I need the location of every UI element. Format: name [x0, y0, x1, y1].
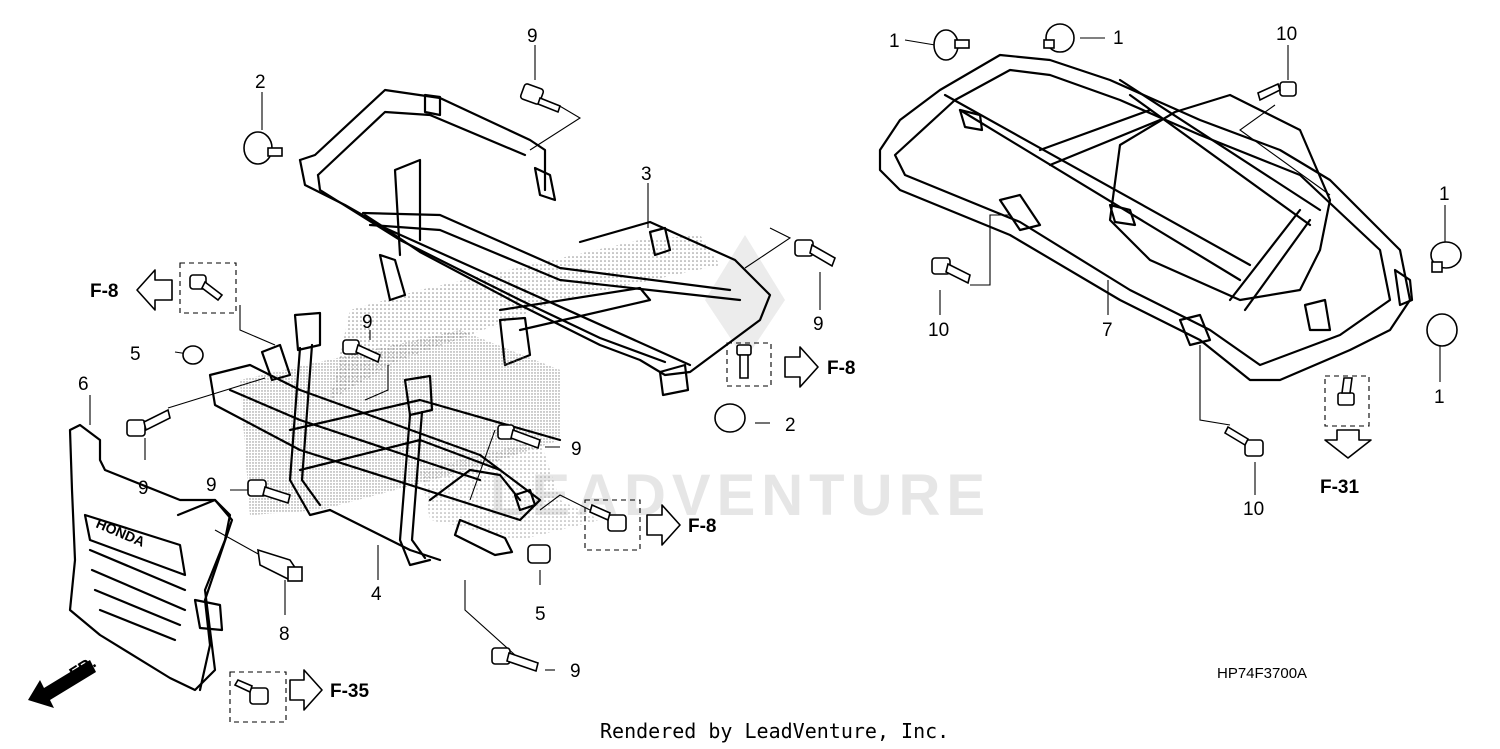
- bolt-ref-left-icon: [189, 274, 224, 302]
- callout-5: 5: [130, 344, 141, 365]
- damper-1-d-icon: [1426, 313, 1458, 347]
- ref-box-left: [179, 262, 237, 314]
- callout-1: 1: [1113, 28, 1124, 49]
- rear-carrier-part-7[interactable]: [878, 53, 1414, 382]
- ref-arrow-f8-mid[interactable]: F-8: [784, 346, 856, 388]
- callout-1: 1: [1439, 184, 1450, 205]
- front-grille-part-6[interactable]: HONDA: [68, 423, 234, 692]
- damper-1-b-icon: [1043, 23, 1075, 53]
- clip-8-icon: [257, 548, 303, 582]
- callout-10: 10: [1243, 499, 1264, 520]
- callout-3: 3: [641, 164, 652, 185]
- callout-9: 9: [138, 478, 149, 499]
- damper-2-top-icon: [243, 131, 283, 165]
- bolt-9-mid-icon: [342, 339, 381, 364]
- ref-arrow-f8-left[interactable]: F-8: [90, 269, 173, 311]
- callout-10: 10: [928, 320, 949, 341]
- callout-4: 4: [371, 584, 382, 605]
- callout-7: 7: [1102, 320, 1113, 341]
- bolt-10-bottom-icon: [1223, 425, 1264, 457]
- callout-9: 9: [570, 661, 581, 682]
- callout-8: 8: [279, 624, 290, 645]
- ref-box-mid: [726, 342, 772, 387]
- arrow-down-icon: [1324, 429, 1372, 459]
- front-direction-indicator: FR.: [28, 653, 99, 708]
- diagram-code: HP74F3700A: [1217, 665, 1307, 682]
- hardware: [126, 23, 1462, 723]
- callout-9: 9: [571, 439, 582, 460]
- ref-box-f35: [229, 671, 287, 723]
- callout-1: 1: [1434, 387, 1445, 408]
- callout-6: 6: [78, 374, 89, 395]
- bolt-ref-f31-icon: [1337, 377, 1355, 406]
- damper-2-lower-icon: [714, 403, 746, 433]
- callout-9: 9: [527, 26, 538, 47]
- arrow-right-icon: [646, 504, 681, 546]
- front-arrow-icon: [28, 660, 96, 708]
- ref-f8-left-label: F-8: [90, 281, 119, 302]
- leader-lines: [89, 37, 1446, 671]
- arrow-right-icon: [289, 669, 323, 711]
- ref-arrow-f35[interactable]: F-35: [289, 669, 370, 711]
- bolt-9-right-icon: [794, 239, 836, 268]
- ref-f8-bottom-label: F-8: [688, 516, 717, 537]
- bolt-9-right-lower-icon: [497, 424, 541, 450]
- ref-f8-mid-label: F-8: [827, 358, 856, 379]
- bolt-9-lowermid-icon: [247, 479, 291, 505]
- bolt-ref-f35-icon: [233, 678, 269, 705]
- ref-f35-label: F-35: [330, 681, 370, 702]
- callout-1: 1: [889, 31, 900, 52]
- ref-box-bottom: [584, 499, 641, 551]
- damper-1-c-icon: [1430, 241, 1462, 273]
- footer-credit: Rendered by LeadVenture, Inc.: [600, 719, 949, 743]
- ref-arrow-f31[interactable]: F-31: [1320, 429, 1372, 498]
- damper-1-a-icon: [933, 29, 970, 61]
- callout-9: 9: [206, 475, 217, 496]
- callout-9: 9: [813, 314, 824, 335]
- callout-numbers: 9 2 3 9 9 5 6 9 9 9 2 4 5 8 9 1 1 10 1 1…: [78, 24, 1450, 682]
- callout-2: 2: [785, 415, 796, 436]
- bolt-9-top-icon: [519, 83, 561, 114]
- arrow-left-icon: [136, 269, 173, 311]
- ref-box-f31: [1324, 375, 1370, 427]
- front-carrier-part-3[interactable]: [298, 88, 772, 400]
- bolt-ref-mid-icon: [736, 344, 752, 379]
- nut-5-left-icon: [182, 345, 204, 365]
- bolt-9-bottom-icon: [491, 647, 539, 673]
- callout-10: 10: [1276, 24, 1297, 45]
- bolt-10-left-icon: [931, 257, 971, 285]
- ref-f31-label: F-31: [1320, 477, 1360, 498]
- callout-2: 2: [255, 72, 266, 93]
- bolt-10-top-icon: [1257, 81, 1297, 102]
- front-guard-part-4[interactable]: [208, 311, 600, 567]
- callout-9: 9: [362, 312, 373, 333]
- callout-5: 5: [535, 604, 546, 625]
- ref-arrow-f8-bottom[interactable]: F-8: [646, 504, 717, 546]
- bolt-ref-bottom-icon: [589, 503, 627, 532]
- bolt-9-left-icon: [126, 408, 171, 437]
- nut-5-right-icon: [527, 544, 551, 564]
- arrow-right-icon: [784, 346, 819, 388]
